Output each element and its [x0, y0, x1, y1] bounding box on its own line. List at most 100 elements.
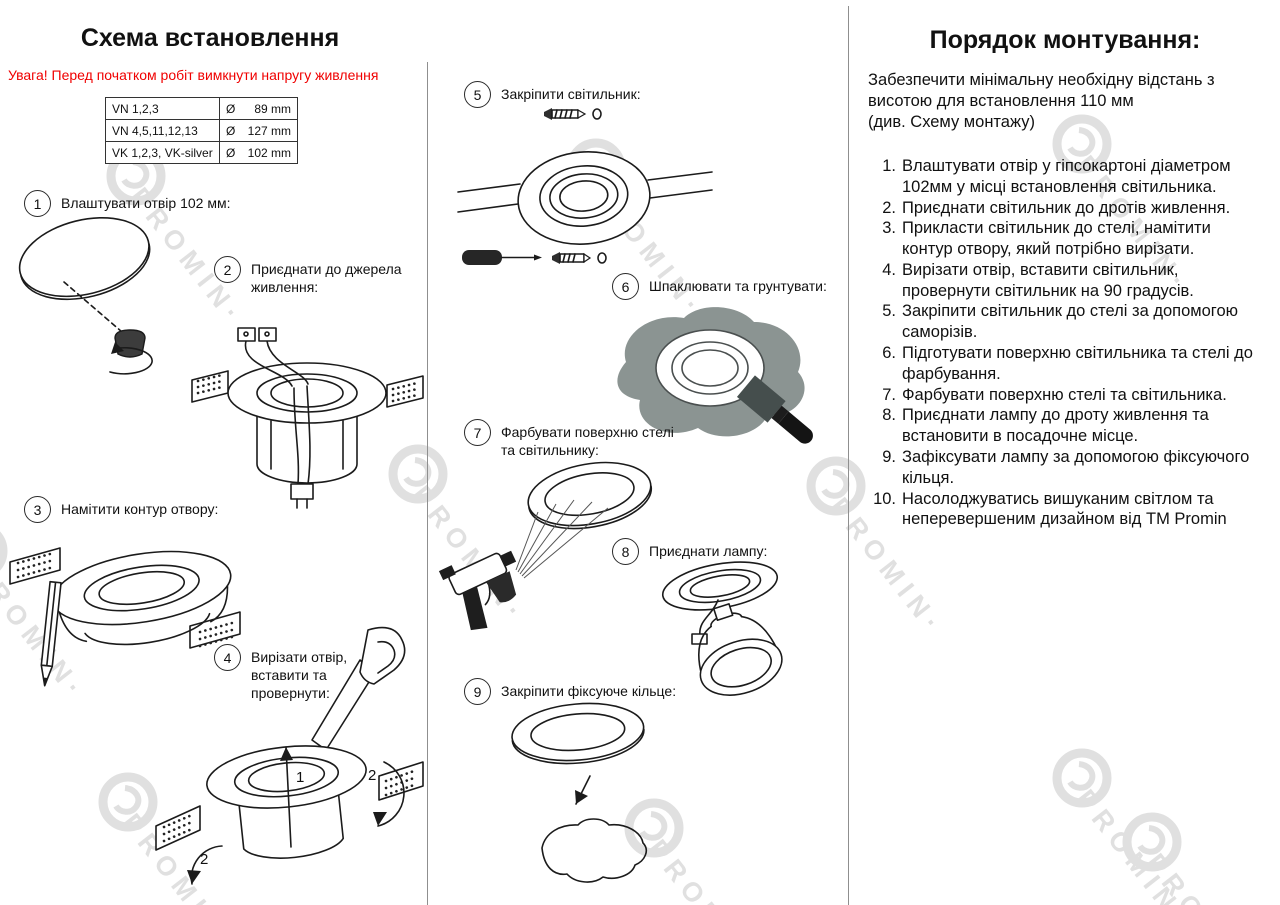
step-number-badge: 9: [464, 678, 491, 705]
diameter-symbol: Ø: [226, 123, 236, 138]
instruction-item: 6. Підготувати поверхню світильника та ст…: [866, 343, 1264, 385]
pencil-icon: [40, 580, 62, 687]
step-label: Закріпити фіксуюче кільце:: [501, 683, 677, 699]
wire-ring-icon: [541, 818, 647, 883]
item-text: Приєднати світильник до дротів живлення.: [902, 198, 1231, 217]
item-text: Підготувати поверхню світильника та стел…: [902, 344, 1253, 383]
insert-arrow: 1: [280, 746, 304, 848]
instruction-item: 2. Приєднати світильник до дротів живленн…: [866, 198, 1264, 219]
hand-saw-icon: [311, 626, 406, 751]
item-number: 6.: [882, 344, 896, 363]
rotate-arrow-right: 2: [368, 761, 405, 827]
instruction-item: 8. Приєднати лампу до дроту живлення та в…: [866, 405, 1264, 447]
step-label: Фарбувати поверхню стелі та світильнику:: [501, 424, 674, 459]
flange-right: [386, 375, 424, 408]
step8-illustration: [661, 561, 783, 696]
item-number: 2.: [882, 198, 896, 217]
step-number-badge: 3: [24, 496, 51, 523]
diameter-value: 89 mm: [254, 101, 291, 116]
step5-illustration: [457, 108, 713, 265]
item-text: Вирізати отвір, вставити світильник, про…: [902, 260, 1194, 300]
item-number: 4.: [882, 260, 896, 279]
watermark-text: PROMIN·: [1070, 784, 1197, 905]
screw-icon: [544, 108, 602, 120]
cover-disc: [527, 461, 653, 530]
item-text: Зафіксувати лампу за допомогою фіксуючог…: [902, 447, 1250, 487]
step-label: Влаштувати отвір 102 мм:: [61, 195, 231, 211]
drywall-disc: [18, 216, 151, 301]
diameter-value: 102 mm: [247, 145, 291, 160]
step-label: Вирізати отвір, вставити та провернути:: [251, 649, 348, 702]
fixture-ring: [51, 550, 232, 646]
step2-illustration: [191, 327, 424, 509]
lamp-icon: [698, 603, 783, 696]
spray-gun-icon: [438, 550, 517, 631]
item-number: 3.: [882, 219, 896, 238]
step-number-badge: 5: [464, 81, 491, 108]
step-number-badge: 7: [464, 419, 491, 446]
promin-logo-icon: [1052, 748, 1112, 808]
plug-icon: [691, 633, 708, 645]
instruction-item: 10. Насолоджуватись вишуканим світлом та …: [866, 489, 1264, 531]
instruction-item: 9. Зафіксувати лампу за допомогою фіксуюч…: [866, 447, 1264, 489]
mounting-intro: Забезпечити мінімальну необхідну відстан…: [868, 70, 1270, 133]
model-cell: VN 4,5,11,12,13: [105, 119, 220, 142]
model-cell: VK 1,2,3, VK-silver: [105, 141, 220, 164]
item-text: Насолоджуватись вишуканим світлом та неп…: [902, 489, 1227, 529]
model-cell: VN 1,2,3: [105, 97, 220, 120]
instruction-item: 7.Фарбувати поверхню стелі та світильник…: [866, 385, 1264, 406]
putty-knife-icon: [736, 375, 813, 444]
step-number-badge: 6: [612, 273, 639, 300]
column-divider-right: [848, 6, 849, 905]
step1-illustration: [18, 216, 153, 375]
step-7: 7 Фарбувати поверхню стелі та світильник…: [464, 419, 709, 459]
item-text: Прикласти світильник до стелі, намітити …: [902, 219, 1211, 259]
step-4: 4 Вирізати отвір, вставити та провернути…: [214, 644, 419, 703]
mounting-steps-list: 1.Влаштувати отвір у гіпсокартоні діамет…: [866, 156, 1264, 530]
step-8: 8 Приєднати лампу:: [612, 538, 817, 565]
ceiling-strip: [457, 171, 713, 213]
step-label: Шпаклювати та грунтувати:: [649, 278, 827, 294]
item-text: Влаштувати отвір у гіпсокартоні діаметро…: [902, 157, 1231, 196]
promin-logo-icon: [1122, 812, 1182, 872]
step-1: 1 Влаштувати отвір 102 мм:: [24, 190, 274, 217]
step-6: 6 Шпаклювати та грунтувати:: [612, 273, 844, 300]
step3-illustration: [9, 547, 241, 687]
power-plug-icon: [290, 483, 314, 509]
item-number: 10.: [873, 489, 896, 508]
intro-text: Забезпечити мінімальну необхідну відстан…: [868, 71, 1215, 111]
diameter-symbol: Ø: [226, 145, 236, 160]
fixing-ring: [511, 702, 645, 765]
step-number-badge: 2: [214, 256, 241, 283]
item-number: 8.: [882, 406, 896, 425]
step-number-badge: 4: [214, 644, 241, 671]
svg-text:2: 2: [200, 851, 208, 868]
item-number: 5.: [882, 302, 896, 321]
watermark-text: PROMIN·: [1140, 848, 1266, 905]
screwdriver-icon: [462, 250, 542, 265]
terminal-blocks-icon: [237, 327, 277, 342]
flange-left: [9, 547, 61, 585]
diameter-cell: Ø 102 mm: [219, 141, 298, 164]
flange-left: [191, 370, 229, 403]
step-label: Закріпити світильник:: [501, 86, 641, 102]
hole-saw-icon: [109, 329, 153, 375]
svg-text:1: 1: [296, 769, 304, 786]
item-text: Приєднати лампу до дроту живлення та вст…: [902, 406, 1209, 446]
spray-lines: [515, 499, 609, 579]
item-text: Закріпити світильник до стелі за допомог…: [902, 302, 1239, 342]
step-5: 5 Закріпити світильник:: [464, 81, 709, 108]
watermark: PROMIN·: [1116, 806, 1266, 905]
item-number: 9.: [882, 447, 896, 466]
screw-icon: [552, 252, 607, 264]
left-title: Схема встановлення: [80, 24, 340, 52]
watermark: PROMIN·: [1046, 742, 1196, 905]
step-number-badge: 8: [612, 538, 639, 565]
instruction-item: 4. Вирізати отвір, вставити світильник, п…: [866, 260, 1264, 302]
instruction-item: 3. Прикласти світильник до стелі, намітит…: [866, 218, 1264, 260]
